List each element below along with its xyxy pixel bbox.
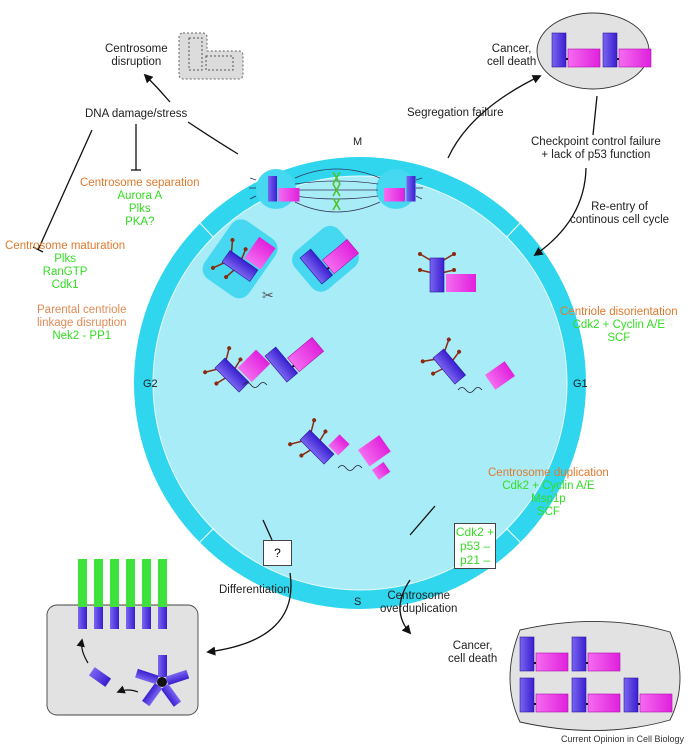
cancer-cell-top (536, 12, 652, 90)
segregation-failure-label: Segregation failure (407, 107, 504, 119)
connector-arrows (32, 73, 598, 656)
phase-g2-label: G2 (143, 378, 158, 390)
ciliated-cell (46, 559, 199, 716)
phase-g1-label: G1 (573, 378, 588, 390)
centrosome-disruption-label: Centrosome disruption (105, 43, 168, 68)
centrosome-g1-top (417, 251, 476, 293)
centrosome-maturation-block: Centrosome maturation Plks RanGTP Cdk1 (5, 240, 126, 291)
deuterosome (135, 655, 190, 707)
centriole-disorientation-block: Centriole disorientation Cdk2 + Cyclin A… (560, 306, 678, 344)
overduplication-label: Centrosome overduplication (380, 590, 458, 615)
parental-linkage-block: Parental centriole linkage disruption Ne… (37, 304, 127, 342)
centrosome-separation-block: Centrosome separation Aurora A Plks PKA? (80, 177, 200, 228)
reentry-label: Re-entry of continous cell cycle (570, 201, 670, 226)
cancer-cell-bottom (509, 621, 681, 731)
chromosomes (332, 171, 341, 211)
journal-credit: Current Opinion in Cell Biology (560, 734, 684, 744)
differentiation-label: Differentiation (219, 584, 290, 596)
dna-damage-label: DNA damage/stress (85, 108, 188, 120)
mitotic-spindle (249, 168, 423, 213)
overduplication-factor-box: Cdk2 + p53 – p21 – (454, 523, 496, 569)
unknown-mechanism-box: ? (263, 540, 292, 566)
phase-m-label: M (353, 136, 363, 148)
duplicating-centrosome (286, 416, 350, 474)
scissors-icon: ✂ (262, 287, 274, 303)
cancer-top-label: Cancer, cell death (487, 43, 537, 68)
cilia (78, 559, 167, 629)
separating-centrosomes: ✂ (202, 219, 360, 303)
phase-s-label: S (354, 596, 362, 608)
checkpoint-label: Checkpoint control failure + lack of p53… (531, 136, 661, 161)
phase-boundaries (198, 221, 522, 544)
centrosome-duplication-block: Centrosome duplication Cdk2 + Cyclin A/E… (488, 467, 609, 518)
disrupted-centrosome (178, 32, 244, 80)
cancer-bottom-label: Cancer, cell death (448, 640, 498, 665)
linked-centrosome-g2 (201, 344, 271, 402)
